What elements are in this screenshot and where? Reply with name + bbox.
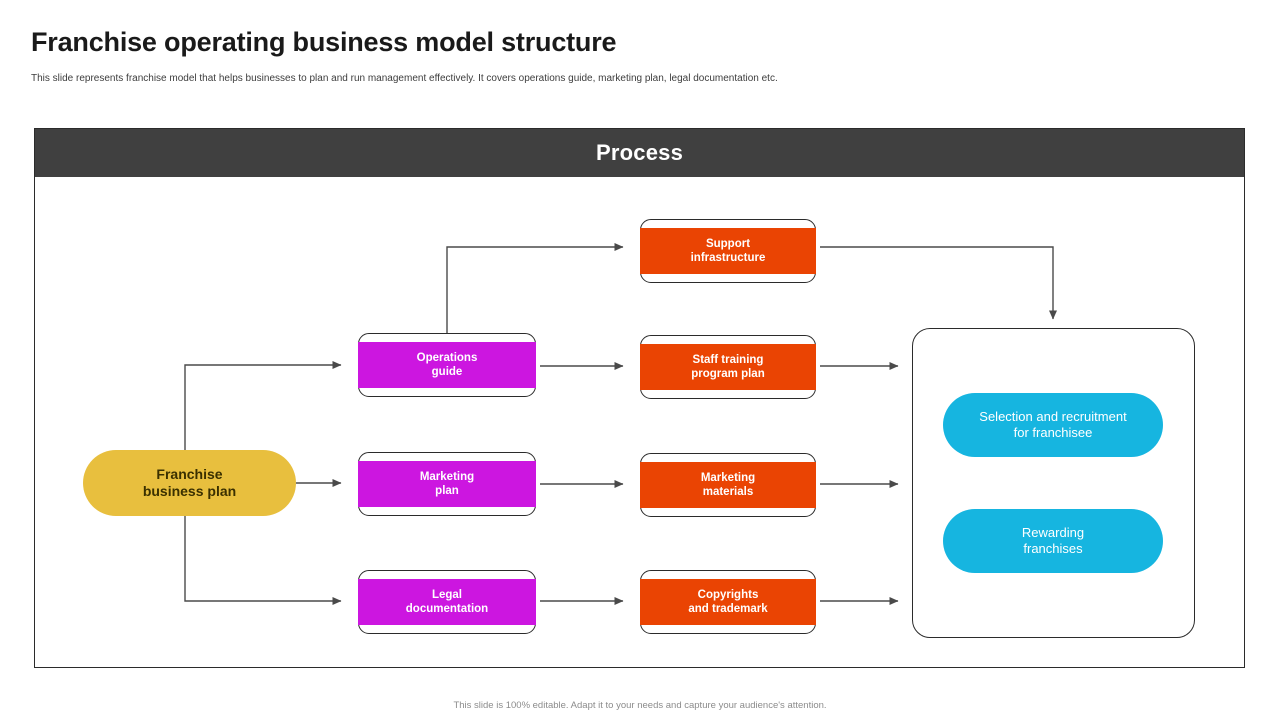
node-staff-training-program-plan[interactable]: Staff training program plan	[640, 335, 816, 399]
node-label-line1: Marketing	[700, 471, 756, 484]
node-label-line2: business plan	[142, 483, 237, 499]
connector-start-to-legal	[184, 483, 342, 605]
node-label-line1: Selection and recruitment	[979, 409, 1127, 425]
page-subtitle: This slide represents franchise model th…	[31, 73, 778, 84]
node-band: Marketing materials	[640, 462, 816, 508]
node-label-line2: infrastructure	[690, 252, 766, 264]
connector-start-to-operations	[184, 361, 342, 483]
node-label: Staff training program plan	[691, 353, 764, 382]
node-selection-and-recruitment[interactable]: Selection and recruitment for franchisee	[943, 393, 1163, 457]
node-label-line2: documentation	[405, 603, 489, 615]
footer-note: This slide is 100% editable. Adapt it to…	[453, 700, 827, 711]
connector-operations-to-support	[446, 243, 624, 333]
node-operations-guide[interactable]: Operations guide	[358, 333, 536, 397]
node-label: Legal documentation	[406, 588, 488, 617]
process-header-label: Process	[595, 140, 683, 165]
node-label-line1: Franchise	[156, 465, 223, 482]
node-label: Franchise business plan	[143, 466, 236, 500]
node-label: Marketing materials	[701, 471, 755, 500]
node-label-line2: materials	[702, 486, 754, 498]
node-label: Operations guide	[417, 351, 478, 380]
node-band: Operations guide	[358, 342, 536, 388]
node-label: Support infrastructure	[691, 237, 766, 266]
page-title: Franchise operating business model struc…	[31, 27, 617, 57]
node-marketing-materials[interactable]: Marketing materials	[640, 453, 816, 517]
node-franchise-business-plan[interactable]: Franchise business plan	[83, 450, 296, 516]
node-label-line1: Staff training	[692, 353, 764, 366]
node-label-line1: Marketing	[419, 470, 475, 483]
node-label: Marketing plan	[420, 470, 474, 499]
node-support-infrastructure[interactable]: Support infrastructure	[640, 219, 816, 283]
node-band: Copyrights and trademark	[640, 579, 816, 625]
node-label-line2: and trademark	[688, 603, 768, 615]
node-label-line2: franchises	[1023, 541, 1083, 556]
node-label-line1: Legal	[431, 588, 463, 601]
connector-support-to-group	[820, 246, 1057, 320]
node-label-line2: guide	[431, 366, 463, 378]
process-header-bar: Process	[35, 129, 1244, 177]
node-band: Legal documentation	[358, 579, 536, 625]
node-band: Staff training program plan	[640, 344, 816, 390]
node-legal-documentation[interactable]: Legal documentation	[358, 570, 536, 634]
node-label-line2: for franchisee	[1013, 425, 1093, 440]
node-label: Selection and recruitment for franchisee	[979, 409, 1126, 441]
node-band: Support infrastructure	[640, 228, 816, 274]
node-label-line1: Support	[705, 237, 751, 250]
node-copyrights-and-trademark[interactable]: Copyrights and trademark	[640, 570, 816, 634]
node-band: Marketing plan	[358, 461, 536, 507]
node-label-line1: Operations	[416, 351, 478, 364]
node-rewarding-franchises[interactable]: Rewarding franchises	[943, 509, 1163, 573]
node-marketing-plan[interactable]: Marketing plan	[358, 452, 536, 516]
node-label-line1: Rewarding	[1021, 525, 1085, 541]
node-label: Copyrights and trademark	[688, 588, 767, 617]
outcome-group-container	[912, 328, 1195, 638]
node-label: Rewarding franchises	[1022, 525, 1084, 557]
node-label-line2: program plan	[691, 368, 765, 380]
node-label-line2: plan	[435, 485, 459, 497]
node-label-line1: Copyrights	[697, 588, 759, 601]
